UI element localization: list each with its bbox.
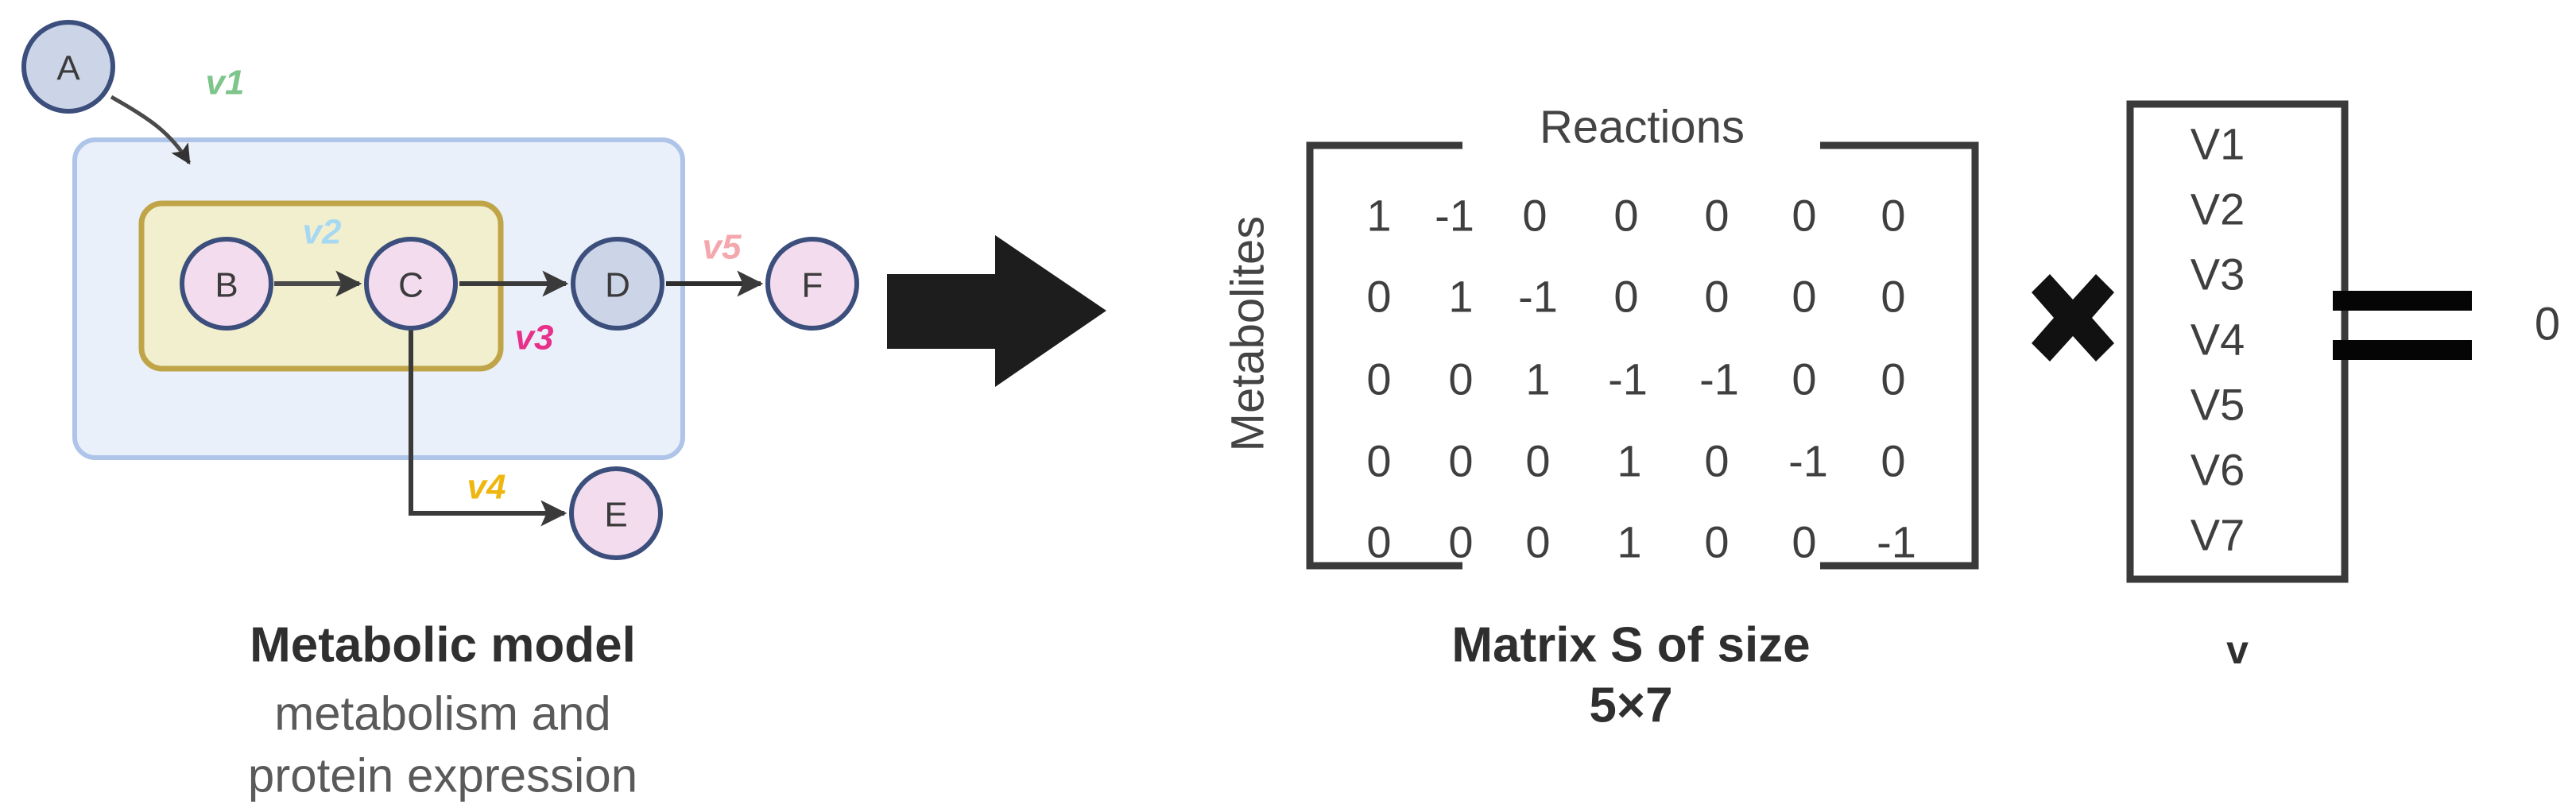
node-D[interactable]: D xyxy=(571,237,664,331)
big-right-arrow-icon xyxy=(887,235,1106,387)
matrix-cell: 0 xyxy=(1704,191,1729,241)
matrix-cell: 0 xyxy=(1792,191,1816,241)
matrix-cell: 0 xyxy=(1366,436,1391,486)
matrix-cell: 0 xyxy=(1704,272,1729,322)
vector-entry: V4 xyxy=(2191,315,2245,365)
edge-v4 xyxy=(409,329,567,527)
matrix-cell: 0 xyxy=(1704,436,1729,486)
matrix-cell: -1 xyxy=(1699,354,1739,404)
matrix-cell: 1 xyxy=(1525,354,1550,404)
node-A-label: A xyxy=(56,49,80,88)
matrix-cell: -1 xyxy=(1435,191,1474,241)
vector-entry: V7 xyxy=(2191,510,2245,560)
matrix-cell: 0 xyxy=(1448,436,1473,486)
matrix-left-bracket xyxy=(1306,141,1462,570)
matrix-cell: 0 xyxy=(1448,354,1473,404)
multiply-icon xyxy=(2032,274,2114,362)
matrix-cell: -1 xyxy=(1608,354,1648,404)
left-caption-title: Metabolic model xyxy=(250,618,636,673)
node-E[interactable]: E xyxy=(569,466,663,560)
matrix-cell: 0 xyxy=(1881,436,1905,486)
node-E-label: E xyxy=(604,496,627,535)
matrix-cell: 1 xyxy=(1617,436,1641,486)
vector-entry: V2 xyxy=(2191,184,2245,234)
matrix-cell: -1 xyxy=(1877,517,1916,567)
flux-label-v5: v5 xyxy=(703,228,742,267)
node-F[interactable]: F xyxy=(765,237,859,331)
matrix-cell: 0 xyxy=(1525,436,1550,486)
matrix-cell: 0 xyxy=(1525,517,1550,567)
matrix-cell: 0 xyxy=(1366,354,1391,404)
equation-rhs: 0 xyxy=(2535,299,2560,350)
flux-label-v4: v4 xyxy=(467,468,506,507)
node-D-label: D xyxy=(605,266,630,305)
matrix-cell: -1 xyxy=(1518,272,1558,322)
matrix-cell: 0 xyxy=(1792,517,1816,567)
matrix-cell: 1 xyxy=(1366,191,1391,241)
matrix-cell: 0 xyxy=(1613,191,1638,241)
vector-entry: V3 xyxy=(2191,249,2245,300)
matrix-cell: 0 xyxy=(1792,354,1816,404)
left-caption-line3: protein expression xyxy=(248,749,637,802)
node-F-label: F xyxy=(802,266,823,305)
vector-entry: V1 xyxy=(2191,119,2245,169)
matrix-cell: 1 xyxy=(1448,272,1473,322)
matrix-cell: 0 xyxy=(1792,272,1816,322)
matrix-caption-line1: Matrix S of size xyxy=(1451,618,1810,673)
matrix-cell: 0 xyxy=(1881,191,1905,241)
matrix-cell: 0 xyxy=(1366,517,1391,567)
vector-entry: V5 xyxy=(2191,380,2245,430)
node-B[interactable]: B xyxy=(180,237,273,331)
matrix-cell: 0 xyxy=(1448,517,1473,567)
matrix-cell: 0 xyxy=(1881,354,1905,404)
flux-label-v1: v1 xyxy=(206,64,245,102)
matrix-cell: 0 xyxy=(1881,272,1905,322)
matrix-cell: 0 xyxy=(1613,272,1638,322)
matrix-caption-line2: 5×7 xyxy=(1589,679,1672,733)
left-caption-line2: metabolism and xyxy=(274,687,611,740)
equals-icon xyxy=(2333,291,2472,360)
node-B-label: B xyxy=(215,266,238,305)
vector-box xyxy=(2126,100,2349,583)
node-C-label: C xyxy=(398,266,424,305)
node-C[interactable]: C xyxy=(364,237,458,331)
matrix-right-bracket xyxy=(1820,141,1979,570)
flux-label-v3: v3 xyxy=(515,319,554,358)
flux-label-v2: v2 xyxy=(303,213,342,252)
vector-entry: V6 xyxy=(2191,445,2245,495)
matrix-cell: 1 xyxy=(1617,517,1641,567)
edge-v1 xyxy=(110,95,192,165)
matrix-cell: 0 xyxy=(1366,272,1391,322)
matrix-cell: 0 xyxy=(1704,517,1729,567)
matrix-cell: -1 xyxy=(1788,436,1828,486)
node-A[interactable]: A xyxy=(21,20,115,114)
matrix-row-axis-label: Metabolites xyxy=(1222,216,1274,452)
matrix-col-axis-label: Reactions xyxy=(1540,102,1745,153)
vector-caption: v xyxy=(2226,628,2249,672)
matrix-cell: 0 xyxy=(1522,191,1547,241)
